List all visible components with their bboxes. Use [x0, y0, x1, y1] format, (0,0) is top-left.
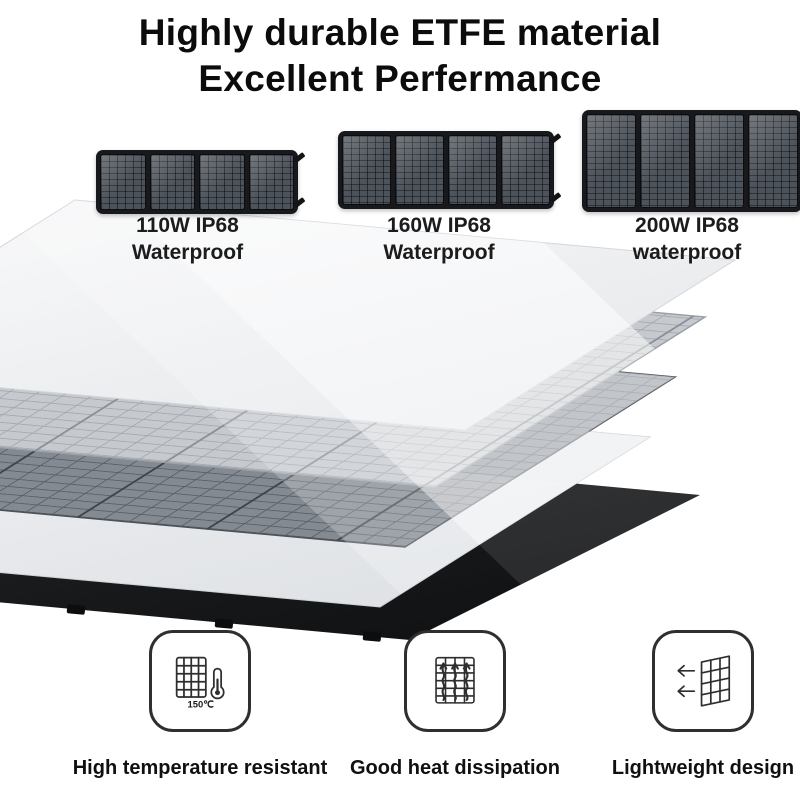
lightweight-icon-box: [652, 630, 754, 732]
panel-segment: [199, 154, 245, 210]
high-temperature-icon-box: 150℃: [149, 630, 251, 732]
solar-panel-image-110w: [96, 150, 298, 214]
panel-segment: [640, 114, 690, 208]
title-line-2: Excellent Perfermance: [198, 57, 602, 99]
feature-high-temperature: 150℃ High temperature resistant: [60, 630, 340, 780]
panel-segment: [748, 114, 798, 208]
thermometer-bulb: [215, 690, 220, 696]
heat-waves-grid-icon: [435, 656, 475, 704]
temp-value: 150℃: [188, 699, 214, 710]
product-label-200w: 200W IP68 waterproof: [578, 212, 796, 267]
panel-segment: [100, 154, 146, 210]
panel-segment: [586, 114, 636, 208]
panel-segment: [342, 135, 391, 205]
product-label-110w: 110W IP68 Waterproof: [90, 212, 285, 267]
feature-heat-dissipation: Good heat dissipation: [330, 630, 580, 780]
solar-panel-image-200w: [582, 110, 800, 212]
panel-segment: [448, 135, 497, 205]
title-line-1: Highly durable ETFE material: [138, 12, 662, 53]
product-waterproof: Waterproof: [383, 241, 495, 265]
panel-segment: [501, 135, 550, 205]
feature-lightweight: Lightweight design: [578, 630, 800, 780]
thermometer-grid-icon: 150℃: [175, 656, 225, 710]
panel-segment: [395, 135, 444, 205]
product-label-160w: 160W IP68 Waterproof: [333, 212, 545, 267]
page-title: Highly durable ETFE material Excellent P…: [0, 10, 800, 102]
product-waterproof: Waterproof: [131, 241, 244, 265]
lightweight-panel-arrows-icon: [677, 655, 731, 707]
product-waterproof: waterproof: [632, 241, 742, 265]
feature-label-heat-dissipation: Good heat dissipation: [349, 757, 560, 779]
black-layer-tabs: [66, 604, 382, 642]
feature-label-lightweight: Lightweight design: [611, 757, 795, 779]
solar-panel-image-160w: [338, 131, 554, 209]
product-power: 200W IP68: [635, 214, 739, 237]
light-glare: [0, 200, 735, 640]
panel-segment: [149, 154, 195, 210]
product-power: 110W IP68: [136, 214, 239, 237]
material-layers-diagram: [0, 199, 737, 642]
feature-label-high-temperature: High temperature resistant: [72, 757, 328, 779]
product-power: 160W IP68: [387, 214, 491, 237]
panel-segment: [694, 114, 744, 208]
heat-dissipation-icon-box: [404, 630, 506, 732]
panel-segment: [248, 154, 294, 210]
